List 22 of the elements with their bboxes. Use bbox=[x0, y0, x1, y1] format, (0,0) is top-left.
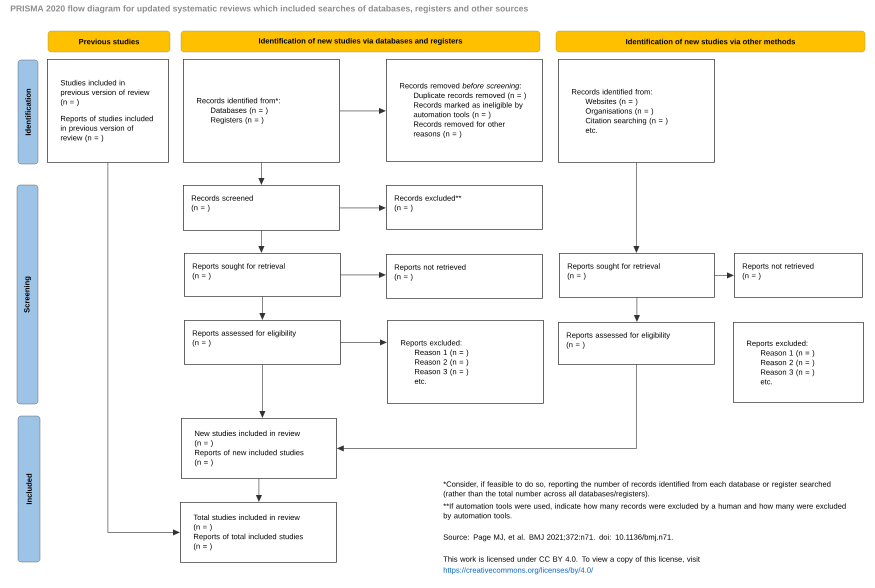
process-box bbox=[183, 185, 340, 231]
arrow bbox=[108, 162, 180, 536]
arrow bbox=[634, 298, 640, 322]
arrow bbox=[258, 162, 264, 185]
arrow bbox=[340, 108, 386, 114]
arrow bbox=[340, 339, 387, 346]
process-box bbox=[734, 253, 863, 298]
process-box bbox=[386, 254, 543, 299]
arrow bbox=[259, 364, 266, 418]
arrow bbox=[256, 478, 262, 502]
process-box bbox=[184, 253, 341, 297]
process-box bbox=[559, 253, 715, 298]
diagram-title: PRISMA 2020 flow diagram for updated systematic reviews which included searches of databases, registers and other sources bbox=[10, 5, 528, 14]
process-box bbox=[184, 320, 341, 365]
arrow bbox=[258, 230, 264, 253]
arrow bbox=[340, 204, 386, 211]
process-box bbox=[386, 185, 543, 230]
arrow bbox=[340, 272, 386, 278]
process-box bbox=[558, 322, 715, 365]
arrow bbox=[633, 162, 640, 253]
arrow bbox=[259, 296, 266, 320]
arrow bbox=[714, 272, 734, 278]
